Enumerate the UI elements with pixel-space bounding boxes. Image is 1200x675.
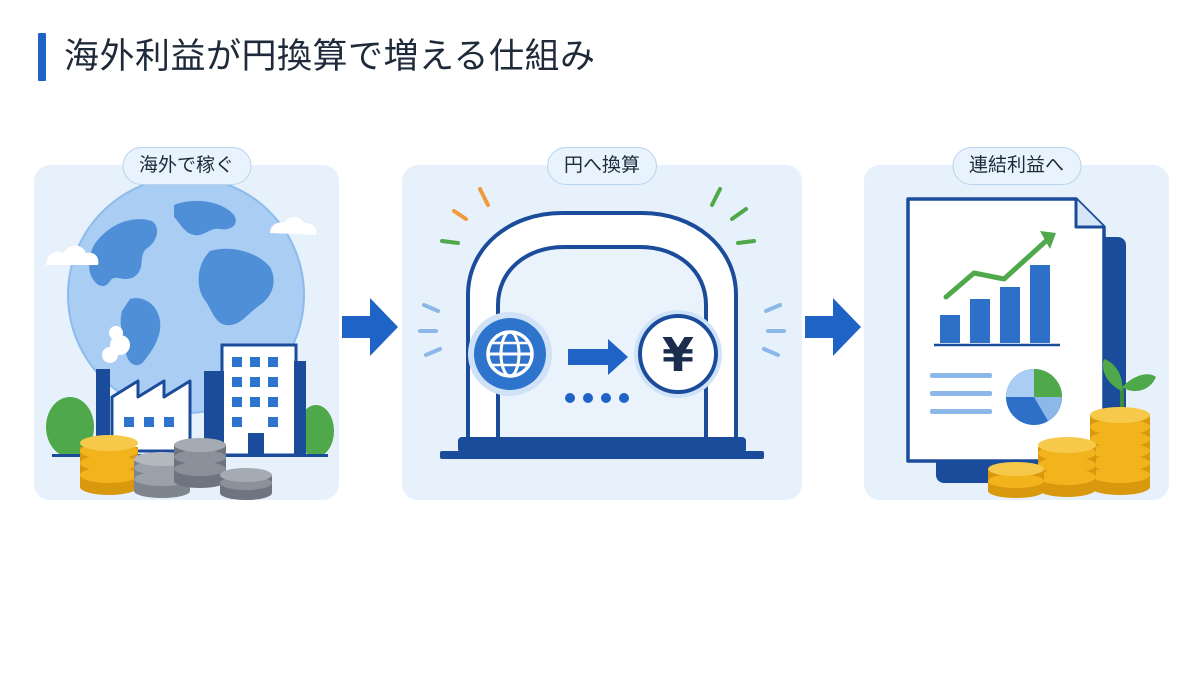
step-label-consolidated-profit: 連結利益へ — [951, 147, 1082, 185]
step-panel-earn-overseas: 海外で稼ぐ — [34, 147, 339, 500]
page-title: 海外利益が円換算で増える仕組み — [64, 37, 596, 77]
yen-symbol: ¥ — [661, 328, 694, 382]
globe-factory-coins-icon — [46, 176, 334, 500]
financial-report-growth-icon — [906, 197, 1156, 498]
flow-arrow-right-icon — [805, 298, 861, 356]
step-panel-consolidated-profit: 連結利益へ — [864, 147, 1169, 500]
step-label-earn-overseas: 海外で稼ぐ — [121, 147, 252, 185]
flow-arrow-right-icon — [342, 298, 398, 356]
step-panel-convert-yen: ¥ 円へ換算 — [402, 147, 802, 500]
step-label-convert-yen: 円へ換算 — [546, 147, 658, 185]
currency-exchange-gate-icon — [418, 187, 786, 459]
title-accent-bar — [38, 33, 46, 81]
